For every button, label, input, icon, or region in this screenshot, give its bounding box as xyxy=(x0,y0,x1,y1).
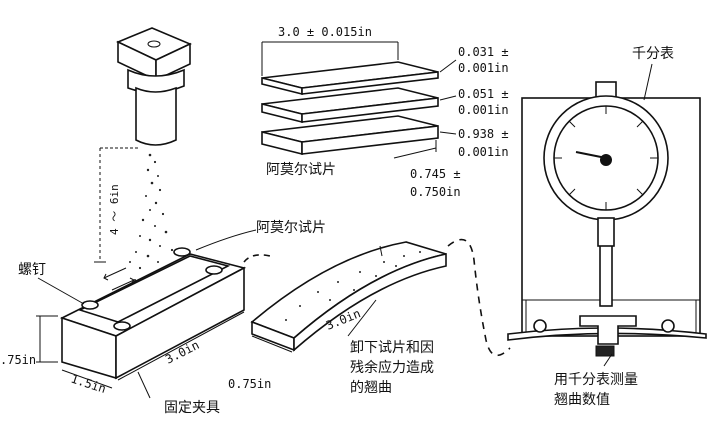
strip-width-line1: 0.745 ± xyxy=(410,167,461,181)
fixture-height-label: .75in xyxy=(0,353,36,367)
measure-caption: 用千分表测量 翘曲数值 xyxy=(554,353,638,408)
nozzle-distance-dim: 4 ～ 6in xyxy=(94,147,138,263)
released-caption-line3: 的翘曲 xyxy=(350,380,392,396)
almen-strip-top-label: 阿莫尔试片 xyxy=(266,162,336,178)
fixture-leader xyxy=(137,371,151,399)
released-width-line xyxy=(251,335,293,353)
dial-indicator-leader xyxy=(643,63,653,101)
thickness-a-line2: 0.001in xyxy=(458,61,509,75)
measure-caption-line2: 翘曲数值 xyxy=(554,392,610,408)
strip-width-dim: 0.745 ± 0.750in xyxy=(393,140,461,199)
thickness-a-line1: 0.031 ± xyxy=(458,45,509,59)
thickness-b-line2: 0.001in xyxy=(458,103,509,117)
released-caption-line2: 残余应力造成 xyxy=(350,359,434,376)
screw-leader xyxy=(37,277,85,305)
released-width-label: 0.75in xyxy=(228,377,271,391)
released-strip-caption: 卸下试片和因 残余应力造成 的翘曲 xyxy=(347,299,434,396)
fixture-label: 固定夹具 xyxy=(164,400,220,416)
strip-stack xyxy=(261,61,439,156)
strip-width-line2: 0.750in xyxy=(410,185,461,199)
thickness-c-line2: 0.001in xyxy=(458,145,509,159)
connector-fixture-released xyxy=(243,254,271,263)
released-caption-line1: 卸下试片和因 xyxy=(350,340,434,356)
measure-caption-line1: 用千分表测量 xyxy=(554,372,638,388)
strip-length-dim: 3.0 ± 0.015in xyxy=(261,25,399,76)
strip-length-label: 3.0 ± 0.015in xyxy=(278,25,372,39)
almen-strip-leader xyxy=(195,229,257,251)
thickness-c-line1: 0.938 ± xyxy=(458,127,509,141)
released-strip xyxy=(250,241,447,352)
fixture xyxy=(59,247,247,380)
connector-released-gauge xyxy=(447,238,511,357)
dial-indicator-stand xyxy=(507,81,707,357)
almen-strip-fixture-label: 阿莫尔试片 xyxy=(256,220,326,236)
thickness-dims: 0.031 ± 0.001in 0.051 ± 0.001in 0.938 ± … xyxy=(439,45,509,159)
nozzle-distance-label: 4 ～ 6in xyxy=(108,184,121,235)
thickness-b-line1: 0.051 ± xyxy=(458,87,509,101)
fixture-width-label: 1.5in xyxy=(69,372,108,396)
dial-indicator-label: 千分表 xyxy=(632,46,674,62)
screw-label: 螺钉 xyxy=(18,262,46,278)
shot-nozzle xyxy=(116,27,192,146)
